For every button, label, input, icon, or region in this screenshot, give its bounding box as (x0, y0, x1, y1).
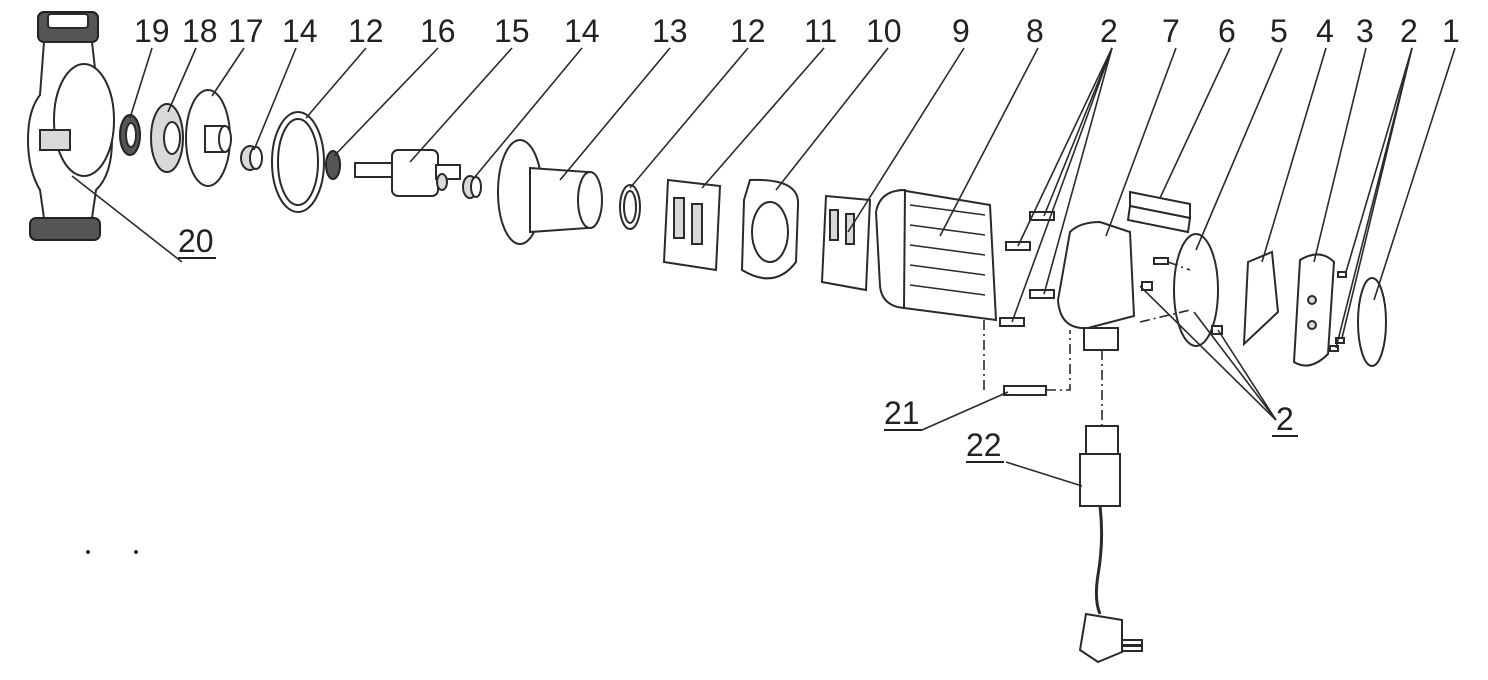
callout-19: 19 (134, 13, 170, 49)
part-1-cover (1357, 277, 1387, 367)
part-11-stator-frame (662, 178, 722, 272)
callout-2-right: 2 (1400, 13, 1418, 49)
part-7-terminal-box (1056, 220, 1136, 351)
callout-10: 10 (866, 13, 902, 49)
part-8-motor-housing (874, 188, 998, 322)
part-20-pump-housing (26, 11, 115, 241)
callout-14-left: 14 (282, 13, 318, 49)
callout-21: 21 (884, 395, 920, 431)
callout-12-right: 12 (730, 13, 766, 49)
callout-2-bottom: 2 (1276, 401, 1294, 437)
callout-17: 17 (228, 13, 264, 49)
part-13-can (497, 139, 603, 245)
callout-5: 5 (1270, 13, 1288, 49)
callout-3: 3 (1356, 13, 1374, 49)
assembly-lines (983, 261, 1191, 426)
part-12-o-ring-large (271, 111, 325, 213)
callout-12-left: 12 (348, 13, 384, 49)
part-5-circuit-board (1173, 233, 1219, 347)
part-14-bearing-right (462, 175, 482, 199)
part-3-control-panel (1292, 253, 1336, 367)
part-15-rotor-shaft (354, 149, 461, 197)
callout-14-right: 14 (564, 13, 600, 49)
part-4-gasket (1242, 250, 1280, 347)
part-16-washer (325, 150, 341, 180)
callout-11: 11 (804, 13, 837, 49)
callout-13: 13 (652, 13, 688, 49)
callout-9: 9 (952, 13, 970, 49)
callout-1: 1 (1442, 13, 1460, 49)
part-14-bearing-left (240, 145, 263, 171)
part-21-pin (1003, 385, 1047, 396)
part-17-plate (185, 89, 232, 187)
callout-6: 6 (1218, 13, 1236, 49)
callout-2-top: 2 (1100, 13, 1118, 49)
part-19-inner (125, 122, 137, 148)
callout-15: 15 (494, 13, 530, 49)
part-18-impeller (150, 103, 184, 173)
part-9-winding-frame (820, 194, 872, 292)
callout-22: 22 (966, 427, 1002, 463)
callout-18: 18 (182, 13, 218, 49)
part-12-o-ring-small (619, 184, 641, 230)
callout-20: 20 (178, 223, 214, 259)
part-2-screws-panel (1141, 257, 1347, 352)
dot-mark (134, 550, 138, 554)
callout-labels: 1 2 3 4 5 6 7 2 8 9 10 11 12 13 14 15 16… (134, 13, 1460, 463)
callout-4: 4 (1316, 13, 1334, 49)
part-6-capacitor (1126, 190, 1192, 234)
part-10-stator (740, 178, 800, 280)
callout-8: 8 (1026, 13, 1044, 49)
callout-7: 7 (1162, 13, 1180, 49)
dot-mark (86, 550, 90, 554)
part-22-cable-plug (1078, 425, 1143, 664)
leader-lines (71, 47, 1456, 487)
callout-16: 16 (420, 13, 456, 49)
